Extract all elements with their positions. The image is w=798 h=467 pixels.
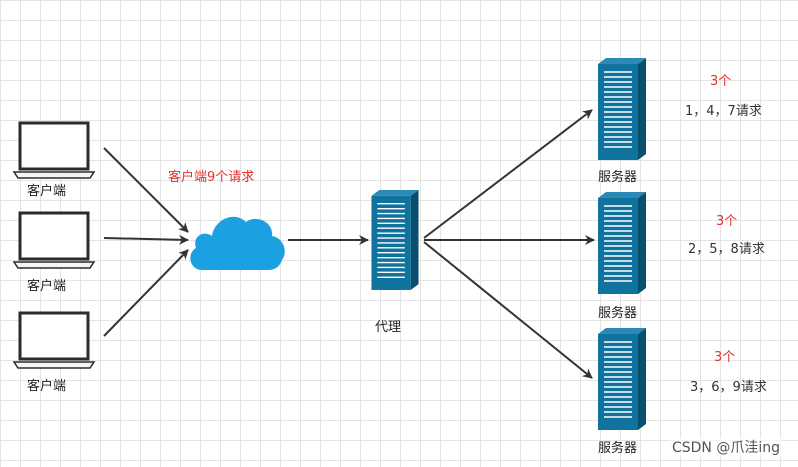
watermark: CSDN @爪洼ing (669, 437, 782, 457)
client-label: 客户端 (27, 184, 67, 199)
server-label: 服务器 (598, 170, 638, 185)
arrow-icon (103, 234, 189, 245)
laptop-icon (12, 311, 96, 369)
server-requests: 1，4，7请求 (685, 104, 762, 119)
server-count: 3个 (716, 214, 738, 229)
cloud-icon (190, 216, 285, 270)
server-requests: 3，6，9请求 (690, 380, 767, 395)
server-icon (598, 58, 646, 160)
arrow-icon (103, 147, 189, 233)
server-requests: 2，5，8请求 (688, 242, 765, 257)
client-label: 客户端 (27, 379, 67, 394)
server-icon (598, 192, 646, 294)
arrow-icon (423, 109, 593, 239)
client-label: 客户端 (27, 279, 67, 294)
server-label: 服务器 (598, 306, 638, 321)
server-label: 服务器 (598, 441, 638, 456)
server-count: 3个 (710, 74, 732, 89)
laptop-icon (12, 121, 96, 179)
arrow-icon (423, 241, 593, 379)
server-icon (371, 190, 419, 290)
server-count: 3个 (714, 350, 736, 365)
arrow-icon (103, 249, 189, 337)
laptop-icon (12, 211, 96, 269)
proxy-label: 代理 (375, 320, 402, 335)
client-requests-label: 客户端9个请求 (168, 170, 255, 185)
server-icon (598, 328, 646, 430)
